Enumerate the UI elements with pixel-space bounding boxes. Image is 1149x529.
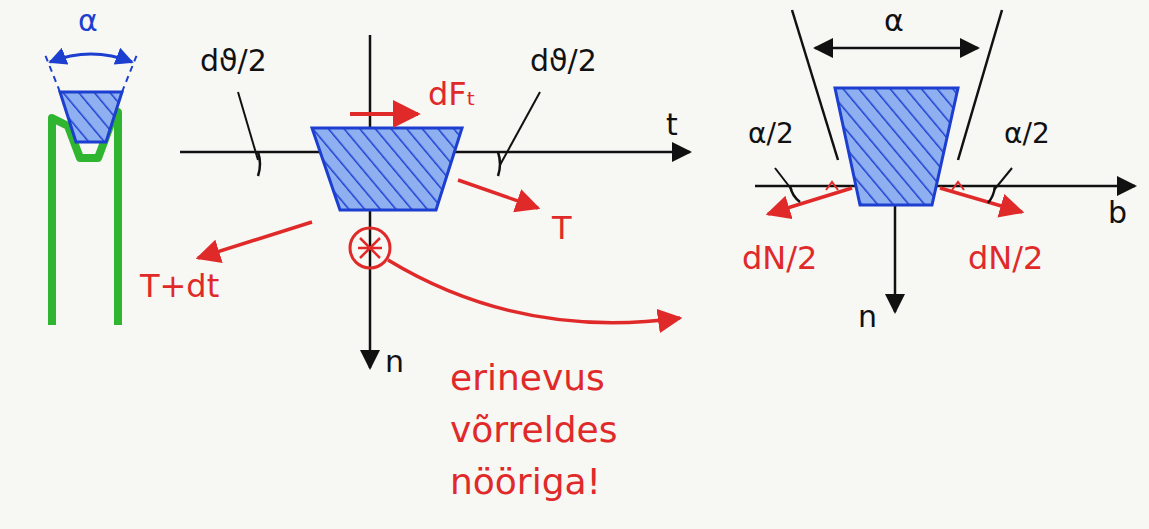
- angle-label: α/2: [1004, 118, 1050, 150]
- axis-label: t: [666, 108, 678, 143]
- force-label: T+dt: [140, 268, 219, 305]
- angle-label: dϑ/2: [530, 44, 597, 79]
- angle-label: α/2: [748, 118, 794, 150]
- note: erinevus võrreldes nööriga!: [450, 352, 700, 508]
- belt-element-side: [180, 35, 690, 368]
- force-label: T: [552, 210, 572, 247]
- angle-label: α: [884, 4, 904, 39]
- axis-label: b: [1108, 196, 1127, 231]
- pulley-sketch: [44, 52, 138, 325]
- force-label: dN/2: [968, 240, 1043, 277]
- force-label: dFₜ: [428, 76, 476, 113]
- angle-label: α: [78, 4, 98, 39]
- axis-label: n: [385, 345, 404, 380]
- axis-label: n: [858, 300, 877, 335]
- force-label: dN/2: [742, 240, 817, 277]
- angle-label: dϑ/2: [200, 44, 267, 79]
